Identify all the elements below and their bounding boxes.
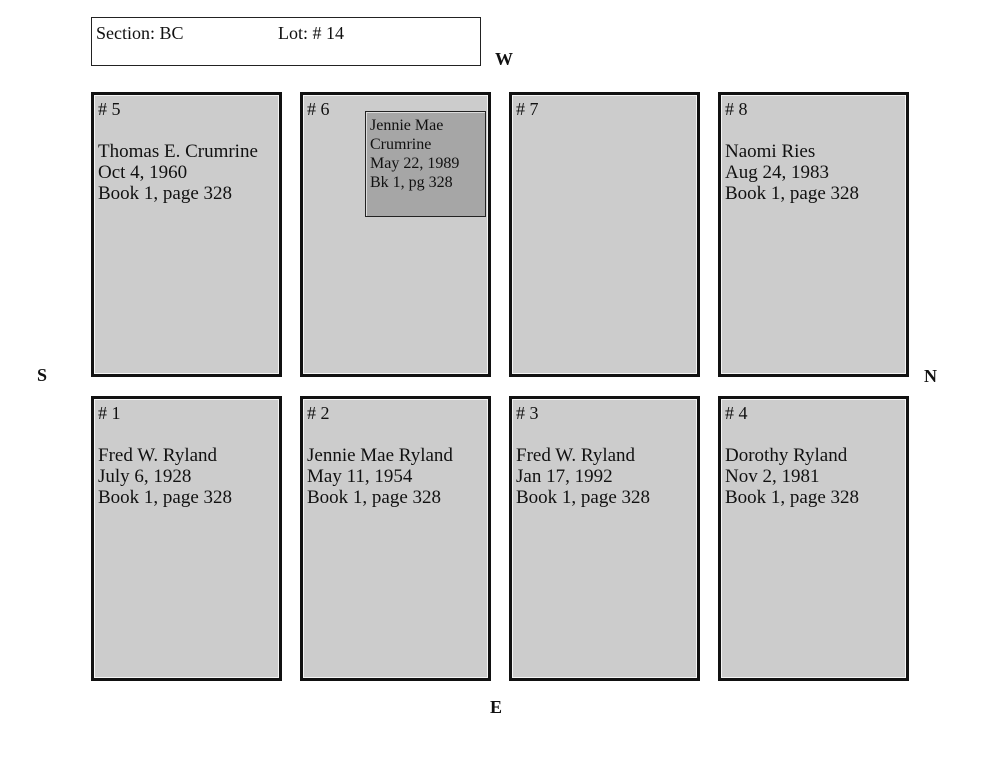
plot-number: # 8 bbox=[725, 99, 748, 119]
plot-number: # 3 bbox=[516, 403, 539, 423]
plot-3: # 3 Fred W. Ryland Jan 17, 1992 Book 1, … bbox=[509, 396, 700, 681]
interred-name: Thomas E. Crumrine bbox=[98, 141, 258, 162]
burial-date: May 11, 1954 bbox=[307, 466, 413, 487]
plot-5: # 5 Thomas E. Crumrine Oct 4, 1960 Book … bbox=[91, 92, 282, 377]
burial-date: Oct 4, 1960 bbox=[98, 162, 188, 183]
plot-number: # 2 bbox=[307, 403, 330, 423]
interred-name: Fred W. Ryland bbox=[98, 445, 218, 466]
plot-info: Naomi Ries Aug 24, 1983 Book 1, page 328 bbox=[725, 141, 859, 204]
grave-marker-box: Jennie Mae Crumrine May 22, 1989 Bk 1, p… bbox=[365, 111, 486, 217]
burial-date: Jan 17, 1992 bbox=[516, 466, 613, 487]
burial-date: Nov 2, 1981 bbox=[725, 466, 820, 487]
plot-info: Thomas E. Crumrine Oct 4, 1960 Book 1, p… bbox=[98, 141, 258, 204]
marker-name-line2: Crumrine bbox=[370, 136, 432, 153]
plot-number: # 6 bbox=[307, 99, 330, 119]
marker-record: Bk 1, pg 328 bbox=[370, 174, 453, 191]
plot-info: Dorothy Ryland Nov 2, 1981 Book 1, page … bbox=[725, 445, 859, 508]
record-reference: Book 1, page 328 bbox=[307, 487, 442, 508]
plot-7: # 7 bbox=[509, 92, 700, 377]
record-reference: Book 1, page 328 bbox=[516, 487, 651, 508]
marker-date: May 22, 1989 bbox=[370, 155, 460, 172]
plot-1: # 1 Fred W. Ryland July 6, 1928 Book 1, … bbox=[91, 396, 282, 681]
plot-info: Fred W. Ryland Jan 17, 1992 Book 1, page… bbox=[516, 445, 650, 508]
plot-info: Fred W. Ryland July 6, 1928 Book 1, page… bbox=[98, 445, 232, 508]
lot-label: Lot: # 14 bbox=[278, 23, 344, 43]
plot-2: # 2 Jennie Mae Ryland May 11, 1954 Book … bbox=[300, 396, 491, 681]
compass-north: N bbox=[924, 366, 937, 386]
section-lot-header: Section: BC Lot: # 14 bbox=[91, 17, 481, 66]
record-reference: Book 1, page 328 bbox=[725, 487, 860, 508]
plot-8: # 8 Naomi Ries Aug 24, 1983 Book 1, page… bbox=[718, 92, 909, 377]
burial-date: Aug 24, 1983 bbox=[725, 162, 829, 183]
interred-name: Jennie Mae Ryland bbox=[307, 445, 453, 466]
plot-number: # 5 bbox=[98, 99, 121, 119]
record-reference: Book 1, page 328 bbox=[98, 487, 233, 508]
marker-name-line1: Jennie Mae bbox=[370, 117, 444, 134]
compass-east: E bbox=[490, 697, 503, 717]
plot-4: # 4 Dorothy Ryland Nov 2, 1981 Book 1, p… bbox=[718, 396, 909, 681]
plot-number: # 1 bbox=[98, 403, 121, 423]
interred-name: Fred W. Ryland bbox=[516, 445, 636, 466]
compass-south: S bbox=[37, 365, 48, 385]
plot-number: # 7 bbox=[516, 99, 539, 119]
section-label: Section: BC bbox=[96, 23, 184, 43]
marker-info: Jennie Mae Crumrine May 22, 1989 Bk 1, p… bbox=[370, 116, 459, 192]
plot-6: # 6 Jennie Mae Crumrine May 22, 1989 Bk … bbox=[300, 92, 491, 377]
burial-date: July 6, 1928 bbox=[98, 466, 192, 487]
interred-name: Naomi Ries bbox=[725, 141, 816, 162]
record-reference: Book 1, page 328 bbox=[98, 183, 233, 204]
plot-info: Jennie Mae Ryland May 11, 1954 Book 1, p… bbox=[307, 445, 453, 508]
compass-west: W bbox=[495, 49, 513, 69]
interred-name: Dorothy Ryland bbox=[725, 445, 848, 466]
plot-number: # 4 bbox=[725, 403, 748, 423]
record-reference: Book 1, page 328 bbox=[725, 183, 860, 204]
